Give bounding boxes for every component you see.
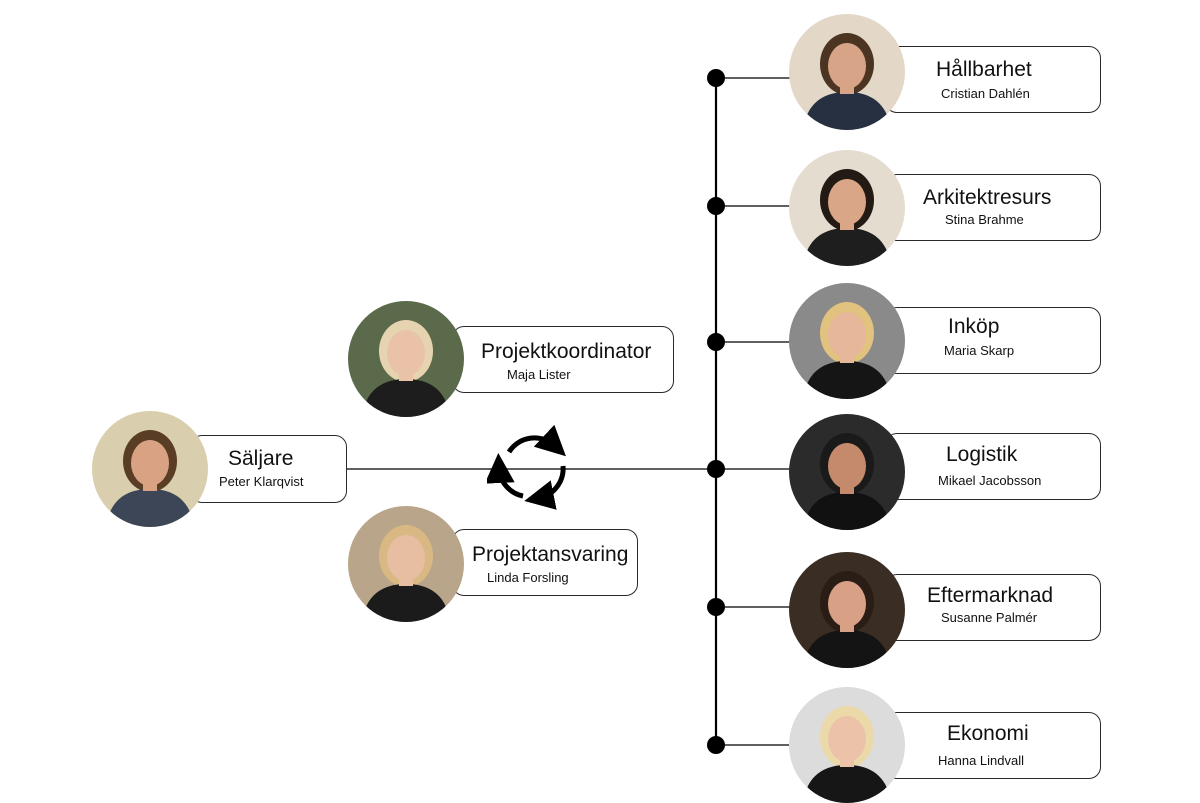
- role-title: Hållbarhet: [936, 58, 1032, 81]
- portrait-illustration: [348, 506, 464, 622]
- portrait-body: [362, 379, 450, 417]
- portrait-body: [803, 765, 891, 803]
- portrait-face: [387, 330, 425, 376]
- avatar: [348, 506, 464, 622]
- person-name: Maja Lister: [507, 367, 571, 382]
- person-name: Peter Klarqvist: [219, 474, 304, 489]
- portrait-illustration: [789, 687, 905, 803]
- portrait-body: [803, 228, 891, 266]
- portrait-body: [803, 492, 891, 530]
- portrait-illustration: [789, 150, 905, 266]
- role-title: Projektkoordinator: [481, 340, 652, 363]
- connector-node-arkitektresurs: [707, 197, 725, 215]
- person-name: Stina Brahme: [945, 212, 1024, 227]
- portrait-illustration: [789, 283, 905, 399]
- portrait-body: [803, 361, 891, 399]
- person-name: Linda Forsling: [487, 570, 569, 585]
- role-title: Eftermarknad: [927, 584, 1054, 607]
- person-name: Mikael Jacobsson: [938, 473, 1042, 488]
- role-title: Arkitektresurs: [923, 186, 1052, 209]
- person-name: Susanne Palmér: [941, 610, 1038, 625]
- role-title: Logistik: [946, 443, 1018, 466]
- connector-node-inkop: [707, 333, 725, 351]
- role-card-saljare: [190, 435, 347, 503]
- avatar: [789, 687, 905, 803]
- role-card-hallbarhet: [885, 46, 1101, 113]
- role-card-logistik: [885, 433, 1101, 500]
- portrait-face: [828, 716, 866, 762]
- refresh-cycle-icon: [487, 424, 566, 510]
- role-card-projektansvaring: [452, 529, 638, 596]
- portrait-body: [803, 630, 891, 668]
- portrait-illustration: [92, 411, 208, 527]
- role-title: Projektansvaring: [472, 543, 629, 566]
- avatar: [789, 283, 905, 399]
- avatar: [789, 414, 905, 530]
- role-card-inkop: [885, 307, 1101, 374]
- role-card-arkitektresurs: [885, 174, 1101, 241]
- portrait-illustration: [348, 301, 464, 417]
- portrait-face: [828, 43, 866, 89]
- portrait-body: [803, 92, 891, 130]
- portrait-body: [362, 584, 450, 622]
- portrait-illustration: [789, 414, 905, 530]
- role-title: Inköp: [948, 315, 1000, 338]
- connector-node-logistik: [707, 460, 725, 478]
- portrait-face: [828, 443, 866, 489]
- portrait-face: [131, 440, 169, 486]
- connector-node-hallbarhet: [707, 69, 725, 87]
- portrait-face: [828, 312, 866, 358]
- role-card-eftermarknad: [885, 574, 1101, 641]
- avatar: [348, 301, 464, 417]
- person-name: Hanna Lindvall: [938, 753, 1025, 768]
- role-card-ekonomi: [885, 712, 1101, 779]
- role-title: Säljare: [228, 447, 294, 470]
- portrait-body: [106, 489, 194, 527]
- portrait-face: [387, 535, 425, 581]
- avatar: [92, 411, 208, 527]
- role-title: Ekonomi: [947, 722, 1029, 745]
- person-name: Maria Skarp: [944, 343, 1015, 358]
- portrait-face: [828, 179, 866, 225]
- connector-node-ekonomi: [707, 736, 725, 754]
- portrait-illustration: [789, 14, 905, 130]
- portrait-face: [828, 581, 866, 627]
- avatar: [789, 14, 905, 130]
- portrait-illustration: [789, 552, 905, 668]
- avatar: [789, 150, 905, 266]
- person-name: Cristian Dahlén: [941, 86, 1030, 101]
- connector-node-eftermarknad: [707, 598, 725, 616]
- avatar: [789, 552, 905, 668]
